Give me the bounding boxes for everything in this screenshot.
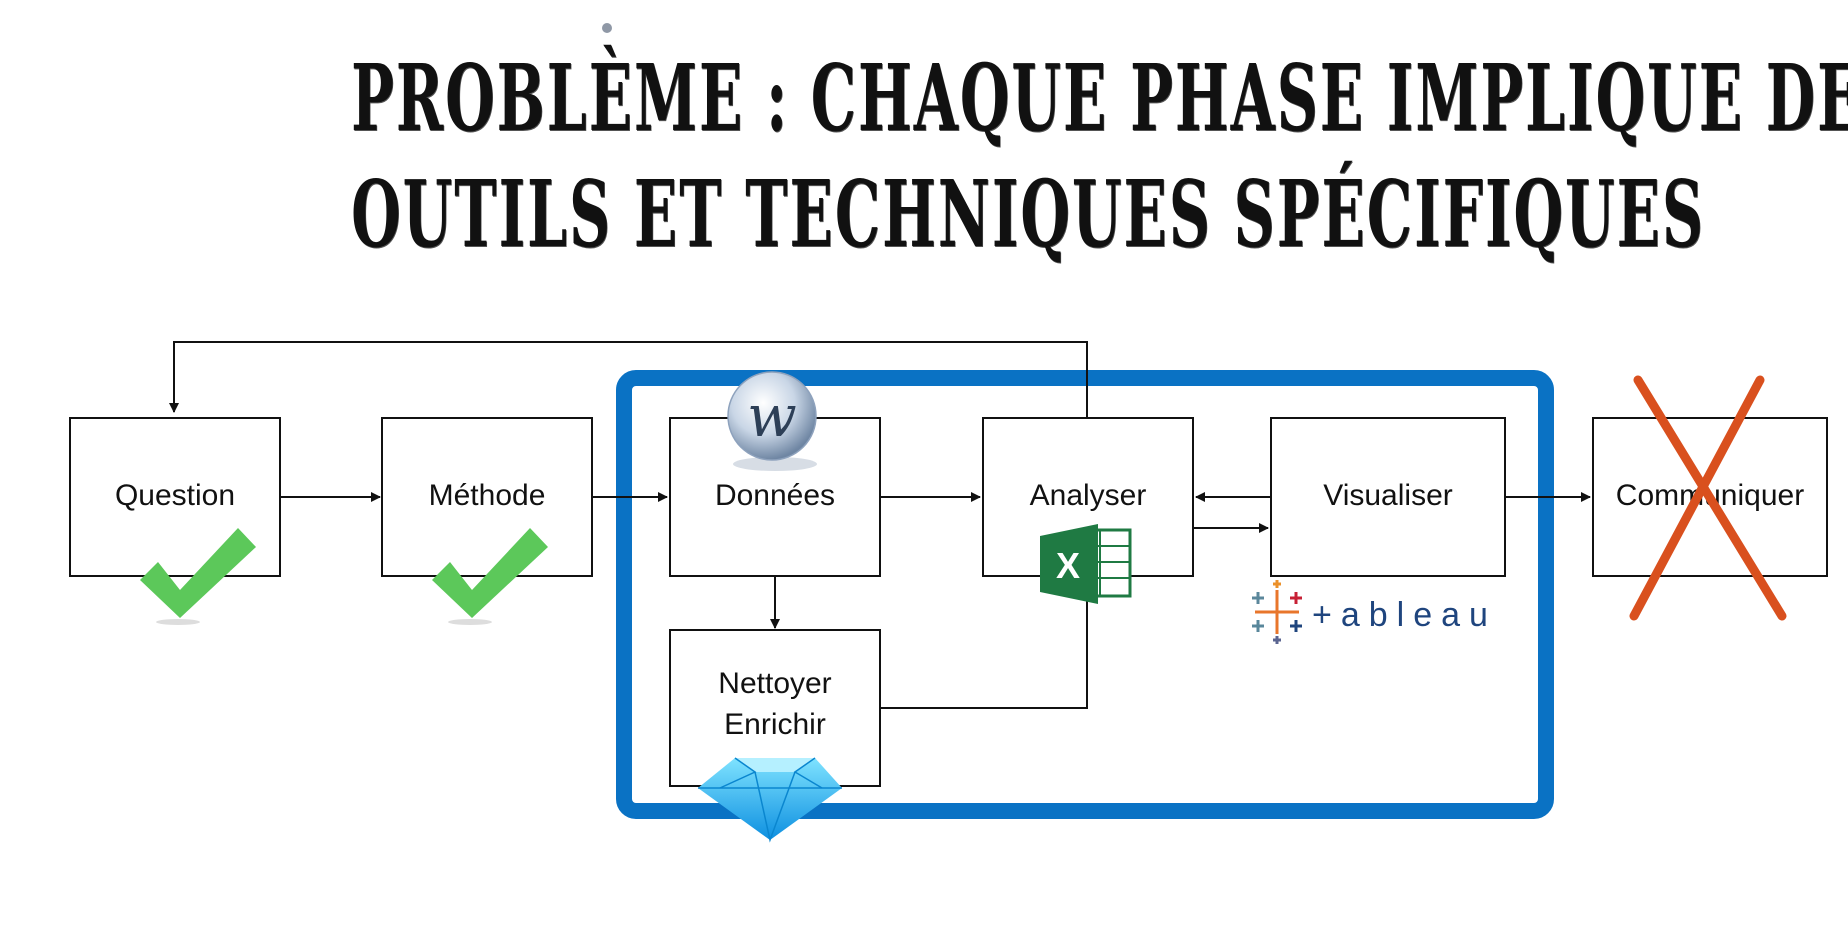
highlight-frame (616, 370, 1554, 819)
connector-nettoyer-to-analyser (880, 578, 1088, 709)
node-visualiser-label: Visualiser (1323, 479, 1453, 512)
node-methode-label: Méthode (429, 479, 546, 512)
tableau-icon: +ableau (1252, 580, 1497, 644)
node-nettoyer-label: Nettoyer (718, 667, 831, 700)
diamond-icon (698, 757, 842, 843)
excel-icon: X (1040, 524, 1132, 604)
node-enrichir-label: Enrichir (724, 708, 826, 741)
node-nettoyer-enrichir[interactable]: Nettoyer Enrichir (669, 629, 881, 787)
node-communiquer[interactable]: Communiquer (1592, 417, 1828, 577)
cross-icon (1629, 375, 1787, 621)
node-donnees-label: Données (715, 479, 835, 512)
slide-title-line-2: OUTILS ET TECHNIQUES SPÉCIFIQUES (351, 160, 1706, 268)
tableau-wordmark: +ableau (1312, 596, 1497, 634)
node-methode[interactable]: Méthode (381, 417, 593, 577)
node-visualiser[interactable]: Visualiser (1270, 417, 1506, 577)
excel-letter: X (1056, 545, 1080, 586)
checkmark-icon (432, 528, 548, 625)
checkmark-icon (140, 528, 256, 625)
connector-analyser-to-question (169, 341, 1088, 418)
node-analyser-label: Analyser (1030, 479, 1147, 512)
wiki-globe-letter: w (747, 382, 797, 450)
wiki-globe-icon: w (727, 371, 817, 471)
node-question-label: Question (115, 479, 235, 512)
decorative-speck (602, 23, 612, 33)
